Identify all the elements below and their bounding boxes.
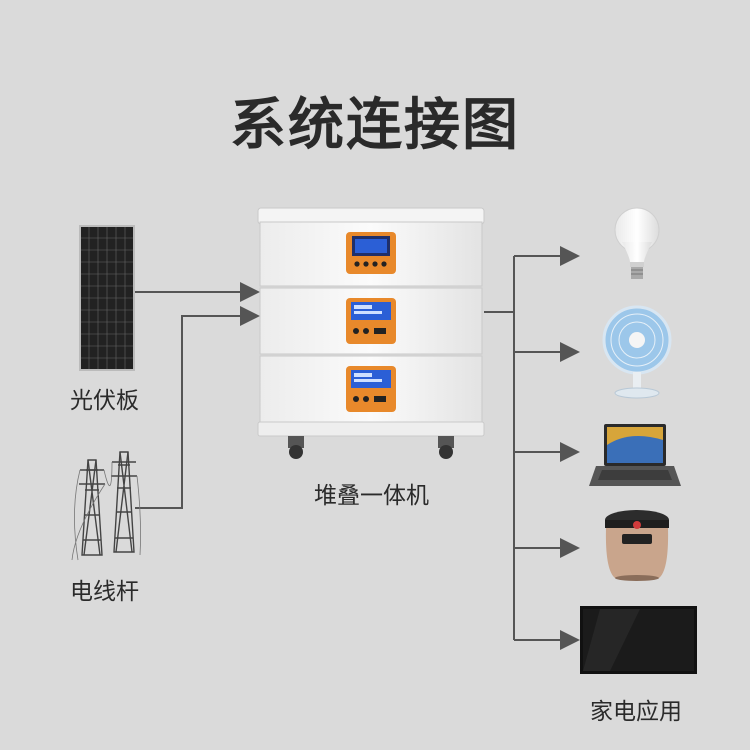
utility-tower-icon	[71, 451, 141, 561]
pole-to-unit-line	[135, 306, 260, 509]
home-appliances-label: 家电应用	[590, 699, 682, 725]
desk-fan-icon	[602, 305, 672, 399]
light-bulb-icon	[614, 207, 660, 279]
utility-pole-label: 电线杆	[70, 579, 139, 605]
inverter-panel	[346, 232, 396, 274]
connection-lines	[135, 246, 580, 650]
battery-panel-2	[346, 366, 396, 412]
battery-panel-1	[346, 298, 396, 344]
battery-stack-icon	[257, 207, 485, 459]
page-title: 系统连接图	[230, 93, 520, 158]
laptop-icon	[589, 424, 681, 486]
television-icon	[580, 606, 697, 674]
rice-cooker-icon	[605, 510, 669, 581]
solar-panel-label: 光伏板	[70, 388, 139, 414]
stacked-unit-label: 堆叠一体机	[314, 483, 429, 509]
solar-panel-icon	[79, 225, 135, 371]
